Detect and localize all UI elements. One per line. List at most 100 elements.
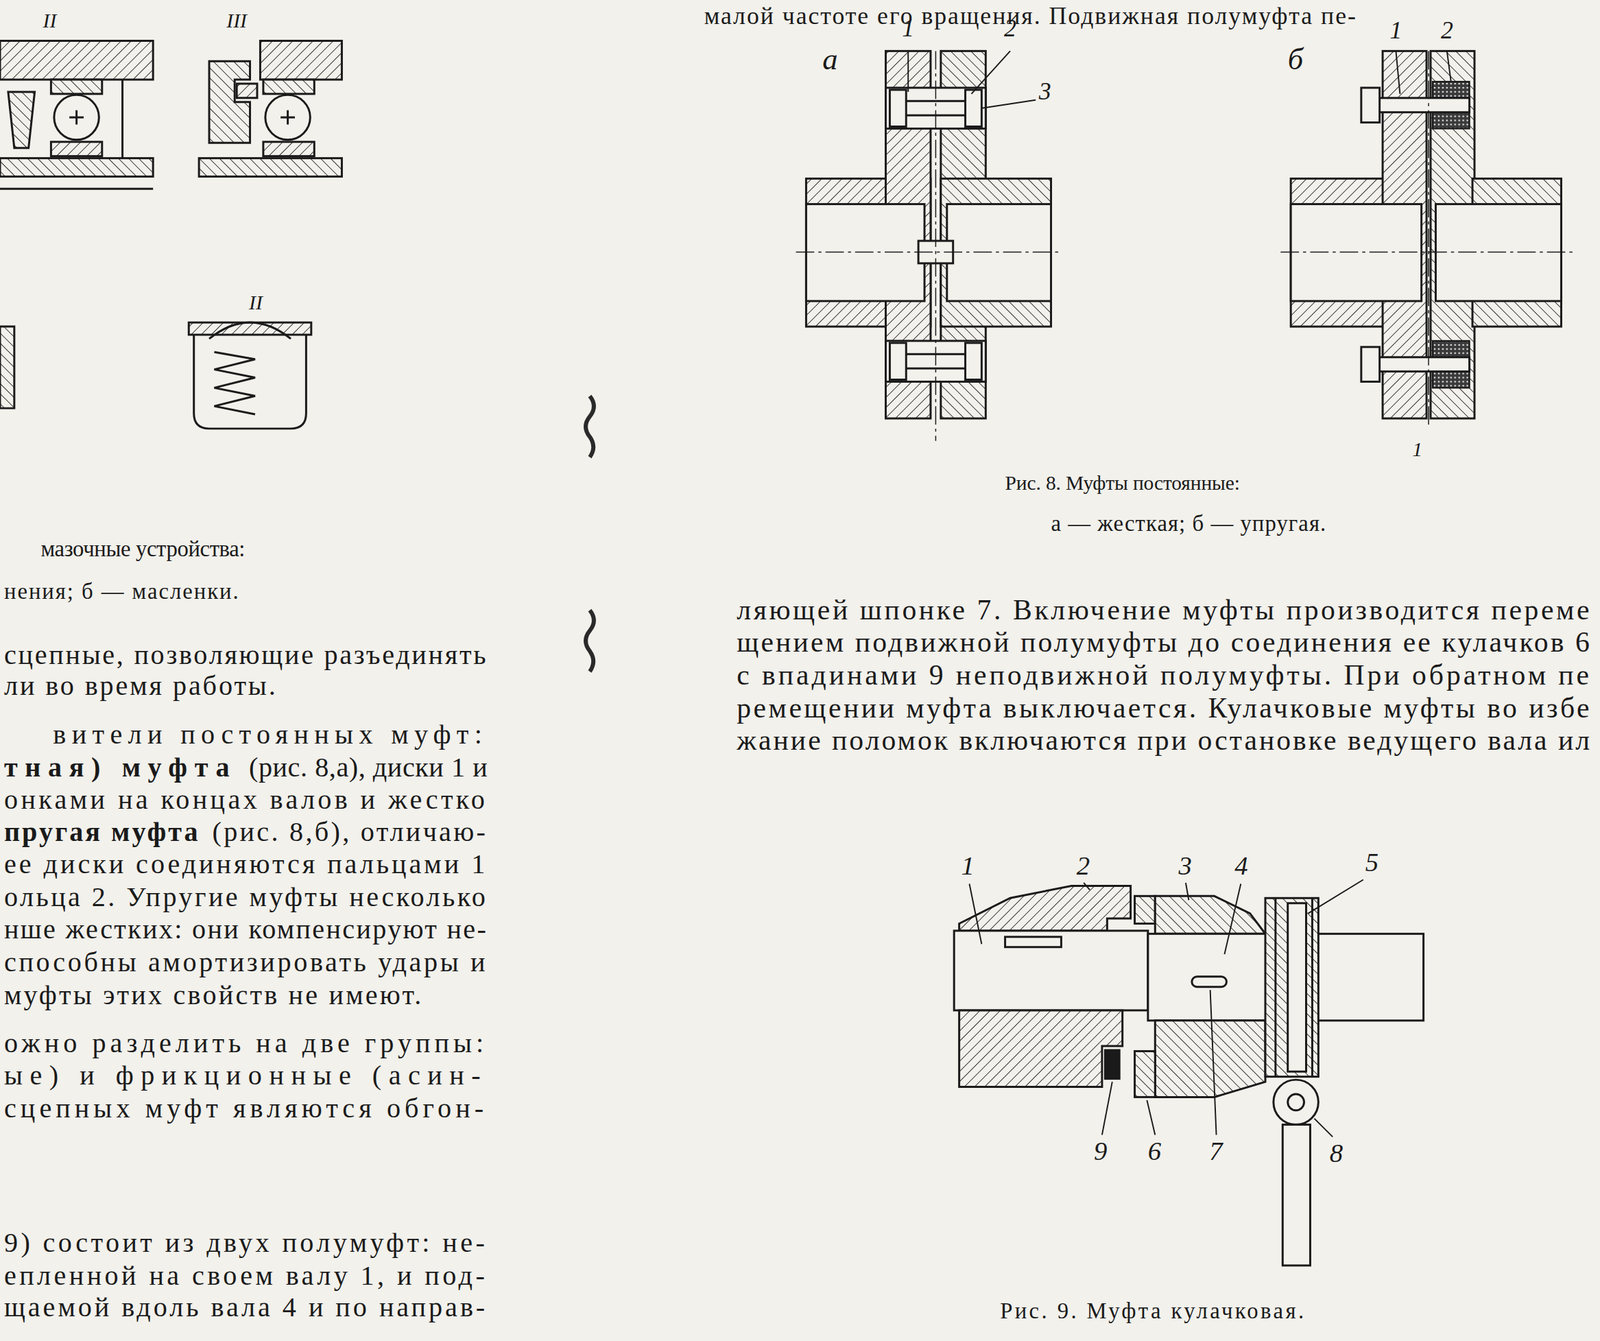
rigid-coupling-part <box>796 251 1062 253</box>
callout-number: 6 <box>1148 1135 1162 1167</box>
rigid-coupling-part <box>965 89 983 127</box>
body-text-line: жание поломок включаются при остановке в… <box>736 723 1592 758</box>
body-text-line: онками на концах валов и жестко <box>4 783 488 817</box>
jaw-coupling <box>953 879 1424 1266</box>
figure-label: II <box>248 290 263 315</box>
body-text-line: вители постоянных муфт: <box>52 718 488 751</box>
elastic-coupling-part <box>1367 98 1470 113</box>
bearing-seal-figure-part <box>50 141 102 157</box>
jaw-coupling-part <box>1102 1081 1113 1135</box>
body-text-line: щаемой вдоль вала 4 и по направ- <box>4 1290 488 1324</box>
elastic-coupling-part <box>1290 204 1422 302</box>
jaw-coupling-part <box>1185 882 1189 900</box>
elastic-coupling-part <box>1447 50 1452 82</box>
elastic-coupling-part <box>1395 50 1400 94</box>
jaw-coupling-part <box>1154 895 1266 934</box>
rigid-coupling-part <box>965 342 983 380</box>
body-text-line: сцепные, позволяющие разъединять <box>4 638 488 672</box>
body-text-line: нше жестких: они компенсируют не- <box>4 912 488 946</box>
jaw-coupling-part <box>1135 895 1156 924</box>
labyrinth-seal-figure-part <box>198 158 342 177</box>
jaw-coupling-part <box>959 885 1131 930</box>
elastic-coupling-part <box>1367 357 1470 372</box>
rigid-coupling-part <box>805 204 925 302</box>
body-text-line: ляющей шпонке 7. Включение муфты произво… <box>736 593 1592 628</box>
labyrinth-seal-figure-part <box>209 61 251 143</box>
grease-cup-figure-part <box>213 351 256 415</box>
jaw-coupling-part <box>1210 989 1217 1135</box>
bearing-seal-figure <box>0 41 153 190</box>
body-text-line: сцепных муфт являются обгон- <box>4 1091 488 1125</box>
stitch-part <box>585 610 594 672</box>
body-text-line: тная) муфта <box>4 750 237 784</box>
jaw-coupling-part <box>1307 879 1363 914</box>
callout-number: 1 <box>961 849 975 882</box>
bearing-seal-figure-part <box>54 94 99 140</box>
jaw-coupling-part <box>1146 1100 1155 1136</box>
body-text-line: муфты этих свойств не имеют. <box>4 978 424 1012</box>
figure-label: III <box>226 8 247 33</box>
figure-letter: а <box>822 41 838 79</box>
grease-cup-figure-part <box>188 322 312 335</box>
labyrinth-seal-figure-part <box>263 141 315 157</box>
body-text-line: способны амортизировать удары и <box>4 945 488 979</box>
elastic-coupling-part <box>1427 50 1429 428</box>
labyrinth-seal-figure-part <box>236 83 258 99</box>
body-text-line: ее диски соединяются пальцами 1 <box>4 847 488 881</box>
jaw-coupling-part <box>1083 882 1090 890</box>
stitch <box>585 395 594 672</box>
jaw-coupling-part <box>1282 1124 1310 1266</box>
rigid-coupling-part <box>907 50 909 92</box>
jaw-coupling-part <box>953 930 1149 1011</box>
jaw-coupling-part <box>1104 1048 1121 1080</box>
body-text-line: щением подвижной полумуфты до соединения… <box>736 625 1592 660</box>
rigid-coupling-part <box>981 100 1036 109</box>
callout-number: 3 <box>1178 849 1192 882</box>
rigid-coupling-part <box>889 342 906 380</box>
jaw-coupling-part <box>959 1010 1123 1088</box>
jaw-coupling-part <box>1191 976 1227 987</box>
labyrinth-seal-figure-part <box>259 41 342 81</box>
jaw-coupling-part <box>1273 1079 1319 1125</box>
figure-caption: а — жесткая; б — упругая. <box>1051 510 1328 537</box>
stitch-part <box>585 395 594 457</box>
bearing-seal-figure-part <box>8 91 35 149</box>
elastic-coupling-part <box>1361 87 1380 123</box>
callout-number: 2 <box>1076 849 1090 882</box>
body-text-line: ремещении муфта выключается. Кулачковые … <box>736 691 1592 726</box>
figure-label: II <box>42 8 57 33</box>
body-text-line: ожно разделить на две группы: <box>4 1026 488 1060</box>
bearing-seal-figure-part <box>0 187 153 190</box>
rigid-coupling-part <box>935 50 937 441</box>
jaw-coupling-part <box>1274 897 1277 1077</box>
jaw-coupling-part <box>1135 1050 1156 1097</box>
jaw-coupling-part <box>1311 897 1314 1077</box>
body-text-line: с впадинами 9 неподвижной полумуфты. При… <box>736 658 1592 693</box>
elastic-coupling-part <box>1280 251 1576 253</box>
jaw-coupling-part <box>969 883 982 944</box>
callout-number: 1 <box>1389 15 1402 46</box>
rigid-coupling-part <box>940 178 1052 327</box>
jaw-coupling-part <box>1265 897 1319 1077</box>
labyrinth-seal-figure-part <box>286 110 289 125</box>
labyrinth-seal-figure-part <box>263 79 315 94</box>
bearing-seal-figure-part <box>75 110 78 125</box>
elastic-coupling <box>1280 50 1576 428</box>
jaw-coupling-part <box>1287 903 1307 1072</box>
grease-cup-figure-part <box>0 326 15 409</box>
callout-number: 2 <box>1004 13 1017 44</box>
callout-number: 4 <box>1234 849 1248 882</box>
figure-caption: Рис. 9. Муфта кулачковая. <box>999 1297 1306 1325</box>
jaw-coupling-part <box>1154 1020 1266 1098</box>
body-text-line: (рис. 8,б), отличаю- <box>211 815 488 849</box>
callout-number: 9 <box>1093 1135 1107 1167</box>
jaw-coupling-part <box>1287 1093 1305 1111</box>
body-text-line: пругая муфта <box>4 815 201 849</box>
elastic-coupling-part <box>1361 347 1380 382</box>
figure-caption: Рис. 8. Муфты постоянные: <box>1005 471 1240 496</box>
elastic-coupling-part <box>1435 204 1561 302</box>
labyrinth-seal-figure <box>198 41 342 177</box>
bearing-seal-figure-part <box>0 158 153 177</box>
callout-number: 1 <box>1412 436 1423 462</box>
jaw-coupling-part <box>1005 936 1062 948</box>
